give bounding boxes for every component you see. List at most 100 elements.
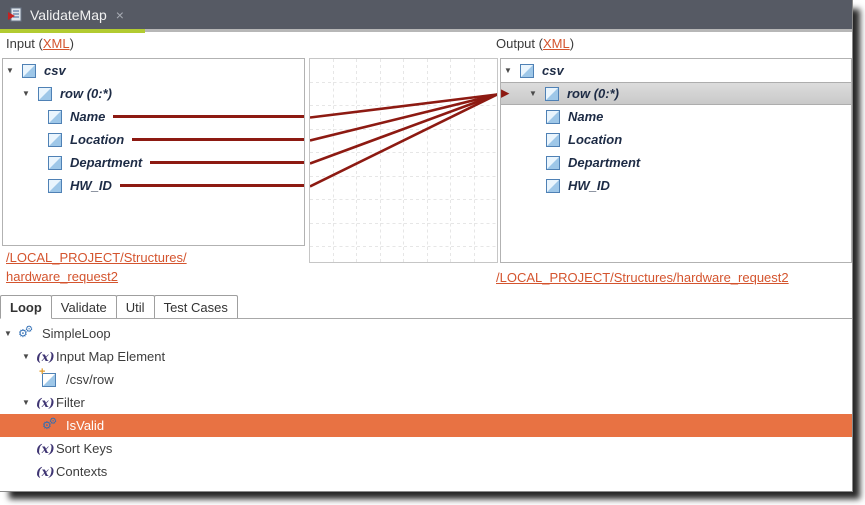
input-tree-item-location[interactable]: Location	[3, 128, 304, 151]
xml-element-icon	[546, 155, 560, 170]
output-section-label: Output (XML)	[496, 36, 574, 51]
loop-tree-item--csv-row[interactable]: + /csv/row	[0, 366, 852, 391]
xml-element-icon	[546, 132, 560, 147]
tree-item-label: Department	[568, 155, 641, 170]
function-gears-icon: ⚙⚙	[18, 323, 34, 340]
loop-tree-item-sort-keys[interactable]: (x)Sort Keys	[0, 437, 852, 460]
output-structure-link[interactable]: /LOCAL_PROJECT/Structures/hardware_reque…	[496, 270, 789, 285]
expression-icon: (x)	[36, 441, 55, 456]
xml-element-icon	[546, 178, 560, 193]
mapping-wire-location[interactable]	[310, 93, 497, 142]
xml-element-icon	[520, 63, 534, 78]
expression-icon: (x)	[36, 349, 55, 364]
loop-tree-item-label: SimpleLoop	[42, 326, 111, 341]
xml-element-icon	[48, 178, 62, 193]
expand-collapse-icon[interactable]: ▼	[529, 89, 537, 98]
mapping-wire	[150, 161, 304, 164]
output-tree-item-name[interactable]: Name	[501, 105, 851, 128]
tree-item-label: row (0:*)	[567, 86, 619, 101]
mapper-window: ValidateMap × Input (XML) Output (XML) ▼…	[0, 0, 853, 492]
expand-collapse-icon[interactable]: ▼	[4, 329, 12, 338]
output-tree-item-row-0-[interactable]: ▶▼row (0:*)	[501, 82, 851, 105]
editor-tab-validatemap[interactable]: ValidateMap ×	[0, 0, 145, 29]
tree-item-label: Department	[70, 155, 143, 170]
loop-tree-item-label: /csv/row	[66, 372, 114, 387]
tree-item-label: csv	[542, 63, 564, 78]
xml-element-icon	[546, 109, 560, 124]
xml-element-icon	[48, 155, 62, 170]
close-tab-icon[interactable]: ×	[115, 6, 124, 23]
loop-tree-item-contexts[interactable]: (x)Contexts	[0, 460, 852, 483]
active-tab-underline	[0, 29, 145, 33]
mapping-wire	[119, 184, 304, 187]
xml-element-icon	[22, 63, 36, 78]
xml-element-icon	[48, 109, 62, 124]
input-tree-item-name[interactable]: Name	[3, 105, 304, 128]
tree-item-label: Name	[568, 109, 604, 124]
tab-strip-border	[145, 29, 852, 32]
xml-element-icon	[38, 86, 52, 101]
tree-item-label: Location	[568, 132, 623, 147]
xml-element-icon	[48, 132, 62, 147]
tree-item-label: HW_ID	[70, 178, 112, 193]
loop-tree-item-label: Sort Keys	[56, 441, 113, 456]
tab-validate[interactable]: Validate	[50, 295, 117, 318]
loop-tree-item-label: IsValid	[66, 418, 105, 433]
output-label-suffix: )	[569, 36, 575, 51]
loop-tree-item-isvalid[interactable]: ⚙⚙ IsValid	[0, 414, 852, 437]
input-structure-link-line1[interactable]: /LOCAL_PROJECT/Structures/	[6, 250, 187, 265]
expand-collapse-icon[interactable]: ▼	[22, 89, 30, 98]
map-file-icon	[7, 7, 23, 23]
loop-tree-item-label: Filter	[56, 395, 85, 410]
tree-item-label: HW_ID	[568, 178, 610, 193]
loop-tree-item-label: Input Map Element	[56, 349, 166, 364]
input-tree-item-csv[interactable]: ▼ csv	[3, 59, 304, 82]
output-tree-item-department[interactable]: Department	[501, 151, 851, 174]
input-section-label: Input (XML)	[6, 36, 74, 51]
tree-item-label: Name	[70, 109, 106, 124]
expand-collapse-icon[interactable]: ▼	[22, 352, 30, 361]
expand-collapse-icon[interactable]: ▼	[6, 66, 14, 75]
mapping-wire-department[interactable]	[310, 93, 497, 165]
tree-item-label: Location	[70, 132, 125, 147]
tree-item-label: row (0:*)	[60, 86, 112, 101]
expand-collapse-icon[interactable]: ▼	[504, 66, 512, 75]
input-label-suffix: )	[69, 36, 74, 51]
mapping-wire	[132, 138, 304, 141]
tree-item-label: csv	[44, 63, 66, 78]
function-gears-icon: ⚙⚙	[42, 415, 58, 432]
output-xml-link[interactable]: XML	[542, 36, 570, 51]
output-tree-item-csv[interactable]: ▼ csv	[501, 59, 851, 82]
input-structure-link-line2[interactable]: hardware_request2	[6, 269, 119, 284]
new-element-icon: +	[39, 366, 56, 387]
output-tree-item-location[interactable]: Location	[501, 128, 851, 151]
loop-tree-item-input-map-element[interactable]: ▼ (x)Input Map Element	[0, 345, 852, 368]
expand-collapse-icon[interactable]: ▼	[22, 398, 30, 407]
input-tree-item-department[interactable]: Department	[3, 151, 304, 174]
tab-loop[interactable]: Loop	[0, 295, 52, 319]
input-tree-item-hw-id[interactable]: HW_ID	[3, 174, 304, 197]
output-label-text: Output (	[496, 36, 543, 51]
grid-background	[310, 59, 497, 262]
output-tree-item-hw-id[interactable]: HW_ID	[501, 174, 851, 197]
editor-tab-title: ValidateMap	[30, 6, 107, 23]
loop-tree-item-filter[interactable]: ▼ (x)Filter	[0, 391, 852, 414]
expression-icon: (x)	[36, 395, 55, 410]
tab-test-cases[interactable]: Test Cases	[153, 295, 238, 318]
tab-util[interactable]: Util	[115, 295, 155, 318]
xml-element-icon	[545, 86, 559, 101]
mapping-canvas[interactable]	[309, 58, 498, 263]
mapping-wire-name[interactable]	[310, 93, 497, 119]
expression-icon: (x)	[36, 464, 55, 479]
mapping-wire-hw_id[interactable]	[310, 93, 497, 188]
loop-tree-item-simpleloop[interactable]: ▼ ⚙⚙ SimpleLoop	[0, 322, 852, 345]
loop-config-tree: ▼⚙⚙SimpleLoop▼(x)Input Map Element+/csv/…	[0, 322, 852, 483]
input-tree-item-row-0-[interactable]: ▼ row (0:*)	[3, 82, 304, 105]
input-xml-link[interactable]: XML	[42, 36, 70, 51]
input-structure-link[interactable]: /LOCAL_PROJECT/Structures/ hardware_requ…	[6, 248, 256, 286]
loop-tree-item-label: Contexts	[56, 464, 108, 479]
